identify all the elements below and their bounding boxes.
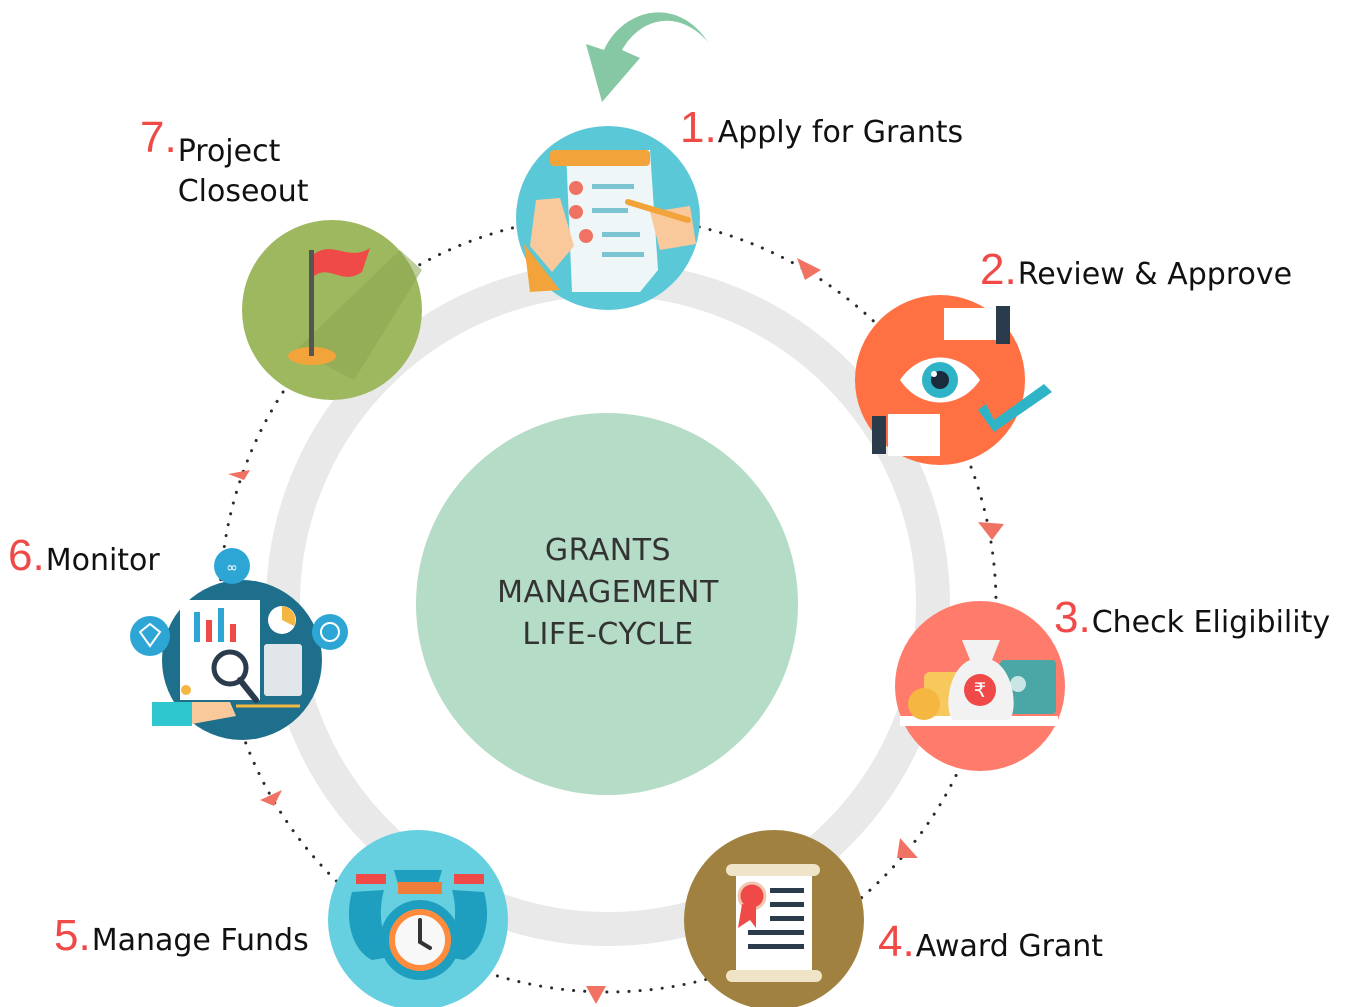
- step-7-text-line-2: Closeout: [177, 174, 309, 209]
- application-form-icon: [516, 126, 700, 310]
- step-6-text: Monitor: [45, 543, 160, 578]
- step-5-label: 5.Manage Funds: [54, 914, 309, 961]
- direction-arrow-icon: [797, 258, 821, 280]
- center-title-line-2: MANAGEMENT: [497, 575, 719, 610]
- step-2-number: 2.: [980, 245, 1017, 294]
- direction-arrow-icon: [260, 790, 282, 806]
- direction-arrow-icon: [978, 522, 1004, 540]
- funds-clock-icon: [328, 830, 508, 1007]
- step-7-number: 7.: [140, 113, 177, 162]
- step-3-text: Check Eligibility: [1091, 605, 1331, 640]
- center-title-line-3: LIFE-CYCLE: [522, 617, 694, 652]
- step-4-label: 4.Award Grant: [878, 920, 1104, 967]
- step-3-label: 3.Check Eligibility: [1054, 596, 1331, 643]
- center-circle: [416, 413, 798, 795]
- money-bag-icon: ₹: [895, 601, 1065, 771]
- step-2-text: Review & Approve: [1017, 257, 1293, 292]
- certificate-icon: [684, 830, 864, 1007]
- start-arrow-icon: [586, 12, 708, 103]
- step-7-text-line-1: Project: [177, 134, 281, 169]
- center-title: GRANTS MANAGEMENT LIFE-CYCLE: [418, 530, 798, 656]
- monitor-analytics-icon: ∞: [130, 548, 348, 740]
- step-1-text: Apply for Grants: [717, 115, 964, 150]
- direction-arrow-icon: [228, 470, 250, 480]
- step-6-label: 6.Monitor: [8, 534, 160, 581]
- step-5-text: Manage Funds: [91, 923, 309, 958]
- step-6-number: 6.: [8, 531, 45, 580]
- flag-icon: [242, 220, 422, 400]
- review-eye-icon: [855, 295, 1052, 465]
- step-1-number: 1.: [680, 103, 717, 152]
- svg-text:₹: ₹: [974, 678, 987, 702]
- center-title-line-1: GRANTS: [544, 533, 672, 568]
- step-2-label: 2.Review & Approve: [980, 248, 1293, 295]
- step-5-number: 5.: [54, 911, 91, 960]
- direction-arrow-icon: [586, 986, 606, 1004]
- step-3-number: 3.: [1054, 593, 1091, 642]
- step-4-number: 4.: [878, 917, 915, 966]
- direction-arrow-icon: [897, 838, 918, 858]
- step-4-text: Award Grant: [915, 929, 1104, 964]
- step-1-label: 1.Apply for Grants: [680, 106, 964, 153]
- svg-text:∞: ∞: [226, 560, 238, 576]
